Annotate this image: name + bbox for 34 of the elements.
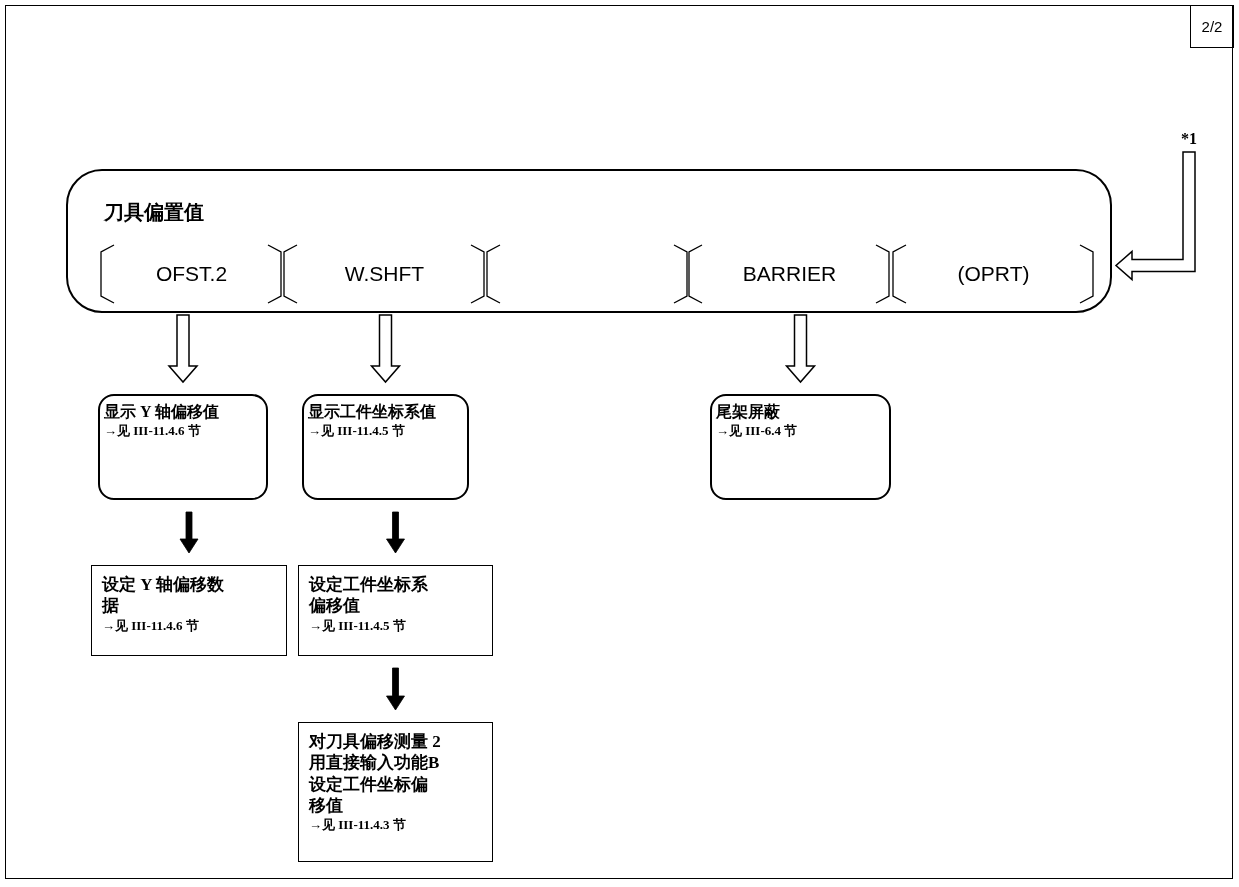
block-arrow <box>386 511 405 554</box>
box-heading: 显示工件坐标系值 <box>308 402 437 422</box>
soft-key: BARRIER <box>688 242 891 305</box>
section-reference: →见 III-11.4.6 节 <box>104 422 202 440</box>
box-heading: 设定 Y 轴偏移数据 <box>102 574 226 617</box>
operation-box <box>91 565 287 656</box>
hollow-arrow <box>784 314 817 384</box>
section-reference: →见 III-11.4.5 节 <box>309 616 407 635</box>
operation-box <box>298 722 493 862</box>
hollow-arrow <box>1114 151 1196 282</box>
soft-key: W.SHFT <box>283 242 486 305</box>
screen-title: 刀具偏置值 <box>104 199 204 226</box>
block-arrow <box>179 511 199 554</box>
hollow-arrow <box>167 314 199 384</box>
box-heading: 尾架屏蔽 <box>716 402 781 422</box>
screen-box <box>710 394 891 500</box>
screen-box <box>98 394 268 500</box>
soft-key: (OPRT) <box>892 242 1095 305</box>
box-heading: 显示 Y 轴偏移值 <box>104 402 220 422</box>
screen-panel <box>66 169 1112 313</box>
soft-key: OFST.2 <box>100 242 283 305</box>
section-reference: →见 III-6.4 节 <box>716 422 799 440</box>
section-reference: →见 III-11.4.3 节 <box>309 816 407 834</box>
box-heading: 设定工件坐标系偏移值 <box>309 574 429 617</box>
section-reference: →见 III-11.4.5 节 <box>308 422 406 440</box>
operation-box <box>298 565 493 656</box>
note-mark: *1 <box>1172 130 1206 152</box>
screen-box <box>302 394 469 500</box>
page-number: 2/2 <box>1190 5 1234 48</box>
section-reference: →见 III-11.4.6 节 <box>102 616 200 635</box>
hollow-arrow <box>369 314 402 384</box>
box-heading: 对刀具偏移测量 2用直接输入功能B 设定工件坐标偏移值 <box>309 731 442 816</box>
block-arrow <box>386 667 405 711</box>
soft-key <box>486 242 689 305</box>
